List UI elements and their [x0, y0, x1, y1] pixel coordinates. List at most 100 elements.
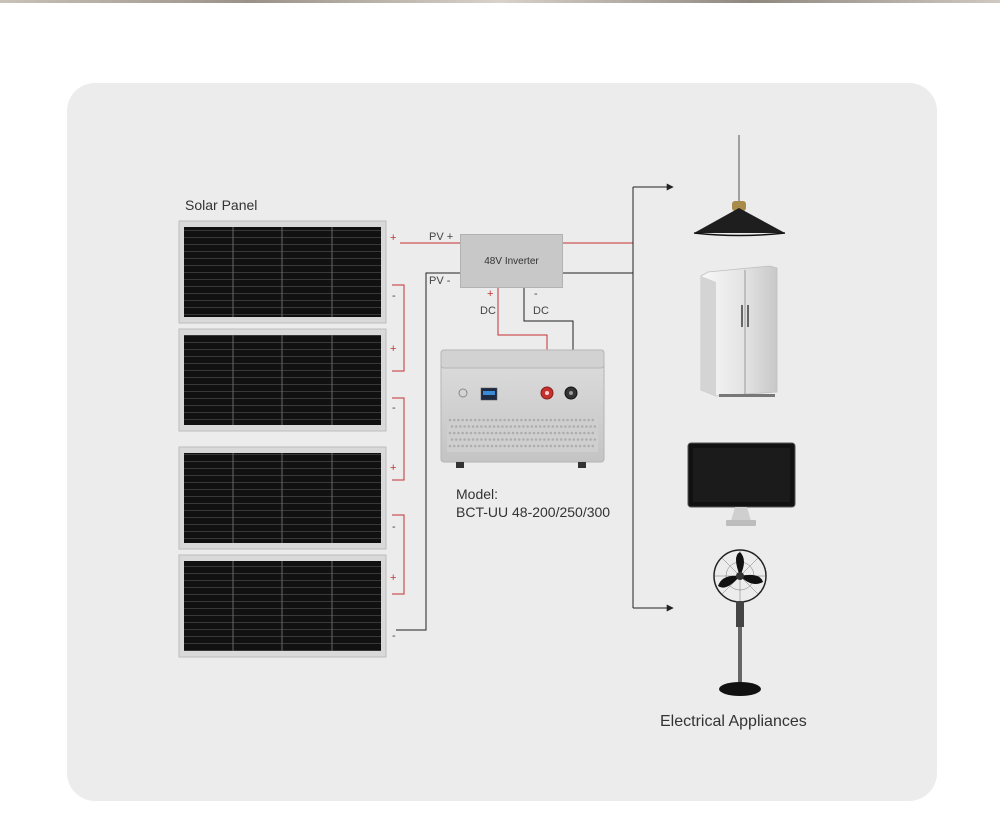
vent-hole	[517, 438, 521, 441]
standing-fan-icon	[713, 549, 767, 696]
vent-hole	[545, 444, 548, 448]
vent-hole	[570, 431, 574, 435]
model-label: Model:	[456, 486, 499, 502]
solar-panel-4	[178, 554, 387, 658]
vent-hole	[482, 444, 485, 448]
vent-hole	[551, 438, 555, 441]
vent-hole	[469, 418, 473, 422]
pv-minus-label: PV -	[429, 275, 451, 287]
vent-hole	[494, 418, 498, 422]
vent-hole	[587, 431, 590, 435]
vent-hole	[488, 438, 492, 441]
vent-hole	[520, 444, 523, 448]
vent-hole	[459, 425, 462, 428]
inverter-box: 48V Inverter	[460, 234, 563, 288]
vent-hole	[513, 438, 517, 441]
vent-hole	[580, 438, 584, 441]
vent-hole	[457, 418, 460, 422]
vent-hole	[490, 431, 494, 435]
vent-hole	[499, 431, 502, 435]
vent-hole	[541, 431, 544, 435]
vent-hole	[524, 444, 527, 448]
monitor-icon	[687, 442, 796, 526]
vent-hole	[484, 425, 487, 428]
vent-hole	[490, 418, 494, 422]
vent-hole	[465, 444, 469, 448]
vent-hole	[465, 418, 469, 422]
vent-hole	[547, 425, 550, 428]
vent-hole	[494, 444, 498, 448]
vent-hole	[492, 438, 496, 441]
model-info: Model: BCT-UU 48-200/250/300	[456, 485, 610, 521]
vent-hole	[496, 438, 500, 441]
vent-hole	[482, 418, 485, 422]
dc-minus-sign: -	[534, 288, 538, 300]
solar-panel-icon	[178, 328, 387, 432]
vent-hole	[515, 431, 519, 435]
vent-hole	[549, 418, 553, 422]
vent-hole	[509, 425, 513, 428]
vent-hole	[578, 444, 582, 448]
vent-hole	[492, 425, 496, 428]
vent-hole	[578, 418, 582, 422]
vent-hole	[574, 418, 578, 422]
solar-panel-2	[178, 328, 387, 432]
vent-hole	[553, 444, 557, 448]
vent-hole	[469, 431, 473, 435]
vent-hole	[450, 438, 454, 441]
solar-panel-3	[178, 446, 387, 550]
vent-hole	[524, 418, 527, 422]
appliances-label: Electrical Appliances	[660, 713, 807, 730]
solar-panel-icon	[178, 554, 387, 658]
vent-hole	[448, 444, 452, 448]
solar-panel-label: Solar Panel	[185, 197, 258, 213]
vent-hole	[471, 438, 475, 441]
vent-hole	[511, 431, 515, 435]
vent-hole	[545, 418, 548, 422]
vent-hole	[486, 431, 490, 435]
vent-hole	[507, 444, 511, 448]
vent-hole	[486, 418, 490, 422]
vent-hole	[583, 431, 586, 435]
vent-hole	[465, 431, 469, 435]
vent-hole	[555, 438, 559, 441]
vent-hole	[566, 444, 569, 448]
vent-hole	[461, 444, 464, 448]
vent-hole	[536, 418, 540, 422]
vent-hole	[490, 444, 494, 448]
dc-minus-label: DC	[533, 305, 549, 317]
vent-hole	[528, 418, 532, 422]
vent-hole	[557, 444, 561, 448]
vent-hole	[587, 444, 590, 448]
vent-hole	[528, 431, 532, 435]
vent-hole	[559, 425, 563, 428]
vent-hole	[568, 438, 571, 441]
vent-hole	[574, 444, 578, 448]
vent-hole	[564, 438, 567, 441]
output-bus	[632, 183, 674, 612]
vent-hole	[503, 418, 506, 422]
panel-terminal-6: -	[392, 521, 396, 533]
series-wiring	[392, 284, 405, 595]
vent-hole	[459, 438, 462, 441]
vent-hole	[532, 418, 536, 422]
vent-hole	[576, 438, 580, 441]
vent-hole	[478, 431, 481, 435]
vent-hole	[538, 438, 542, 441]
vent-hole	[541, 418, 544, 422]
vent-hole	[486, 444, 490, 448]
vent-hole	[448, 418, 452, 422]
vent-hole	[482, 431, 485, 435]
refrigerator-icon	[700, 265, 778, 397]
vent-hole	[549, 431, 553, 435]
model-value: BCT-UU 48-200/250/300	[456, 504, 611, 520]
vent-hole	[503, 444, 506, 448]
vent-hole	[507, 431, 511, 435]
panel-terminal-1: +	[390, 232, 397, 244]
vent-hole	[511, 418, 515, 422]
vent-hole	[530, 425, 534, 428]
vent-hole	[513, 425, 517, 428]
vent-hole	[543, 425, 546, 428]
vent-hole	[473, 444, 477, 448]
vent-hole	[526, 438, 529, 441]
